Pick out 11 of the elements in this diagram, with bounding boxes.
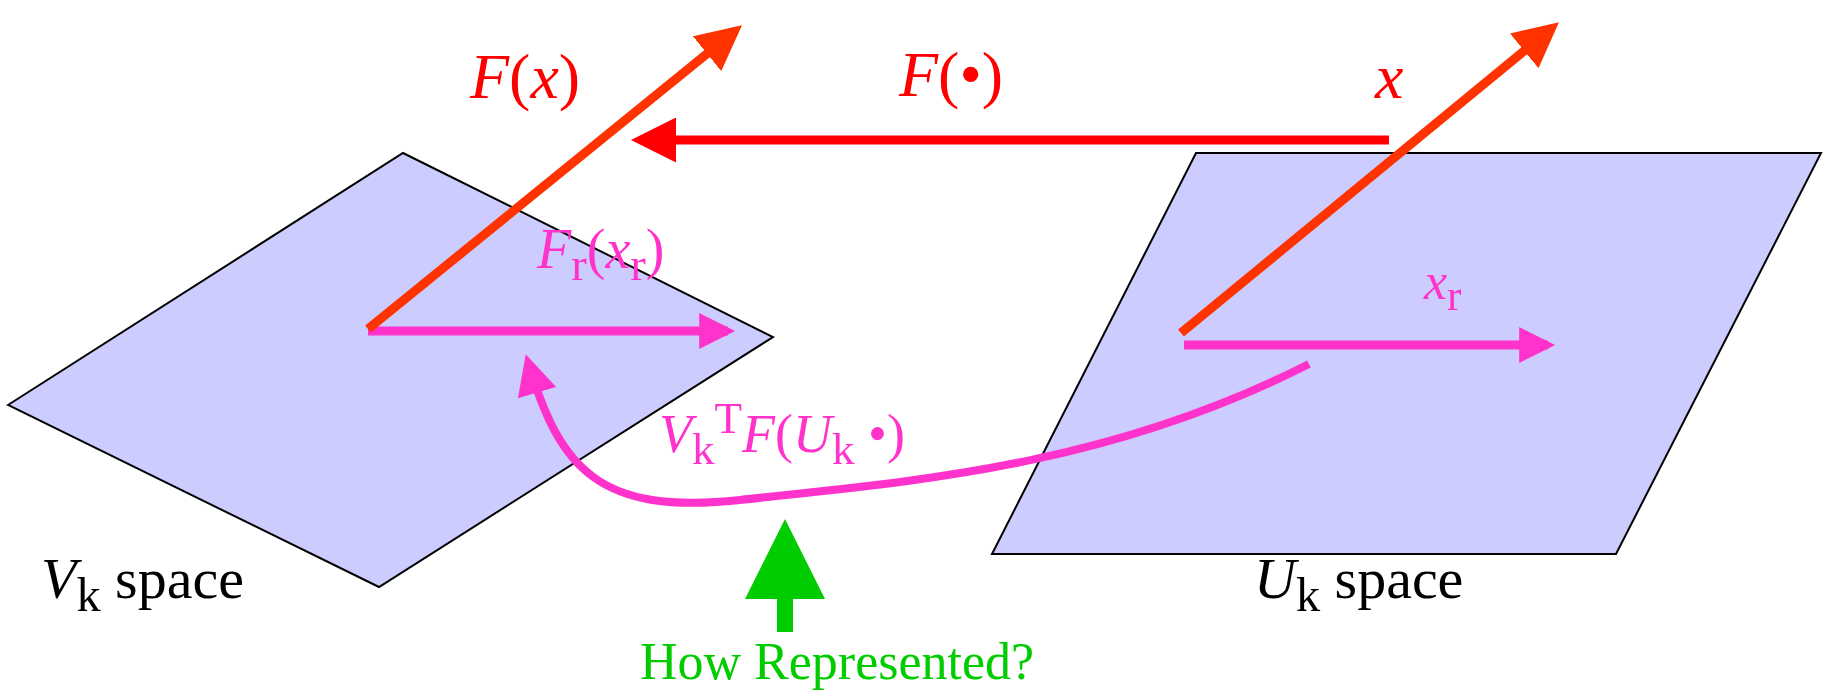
vector-label: F(x) bbox=[470, 40, 581, 114]
arrow bbox=[745, 519, 825, 632]
vector-label: x$_{r}$ bbox=[1424, 252, 1462, 321]
edge-label: F(•) bbox=[899, 38, 1004, 112]
vector-label: x bbox=[1375, 40, 1404, 114]
edge-label: V$_{k}$$^{T}$F(U$_{k}$ •) bbox=[659, 392, 905, 475]
space-label: V$_{k}$ space bbox=[41, 545, 244, 622]
space-label: U$_{k}$ space bbox=[1254, 545, 1464, 622]
question-text: How Represented? bbox=[640, 632, 1035, 691]
arrow bbox=[518, 354, 1311, 507]
arrow bbox=[631, 117, 1389, 163]
